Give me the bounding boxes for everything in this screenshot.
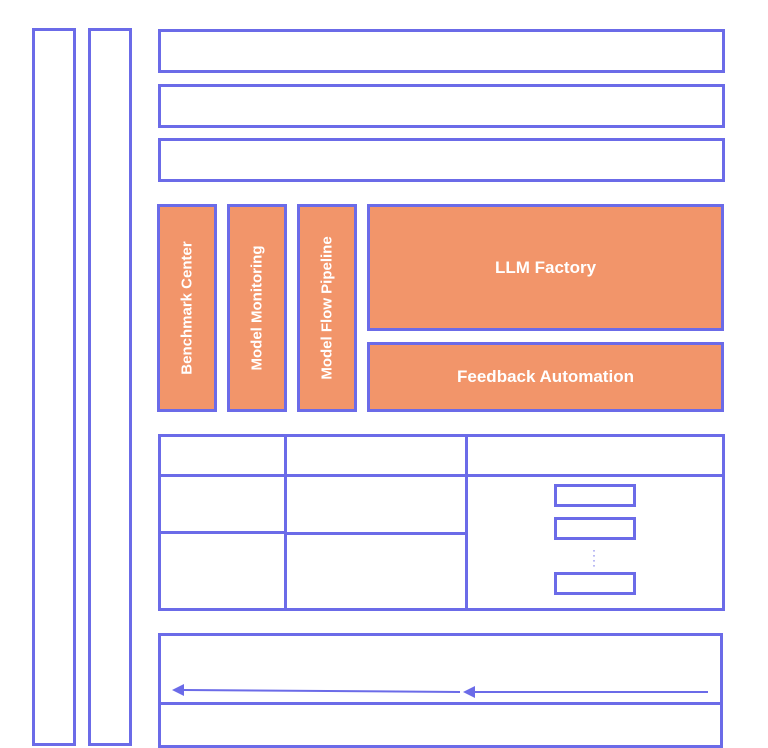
llm-factory-label: LLM Factory xyxy=(494,257,597,277)
model-flow-pipeline-module: Model Flow Pipeline xyxy=(297,204,357,412)
stack-item-3 xyxy=(554,572,636,595)
stack-item-2 xyxy=(554,517,636,540)
grid-row-divider-col1 xyxy=(158,531,286,534)
top-bar-3 xyxy=(158,138,725,182)
model-monitoring-module: Model Monitoring xyxy=(227,204,287,412)
grid-col-divider-1 xyxy=(284,434,287,611)
grid-col-divider-2 xyxy=(465,434,468,611)
left-column-2 xyxy=(88,28,132,746)
grid-header-divider xyxy=(158,474,725,477)
feedback-automation-module: Feedback Automation xyxy=(367,342,724,412)
top-bar-1 xyxy=(158,29,725,73)
arrow-left-segment xyxy=(172,684,461,696)
llm-factory-module: LLM Factory xyxy=(367,204,724,331)
ellipsis-vertical: ···· xyxy=(592,543,596,572)
bottom-block-divider xyxy=(158,702,723,705)
feedback-automation-label: Feedback Automation xyxy=(457,367,634,386)
arrow-right-segment xyxy=(463,686,708,698)
benchmark-center-module: Benchmark Center xyxy=(157,204,217,412)
stack-item-1 xyxy=(554,484,636,507)
left-column-1 xyxy=(32,28,76,746)
top-bar-2 xyxy=(158,84,725,128)
grid-row-divider-col2 xyxy=(284,532,468,535)
